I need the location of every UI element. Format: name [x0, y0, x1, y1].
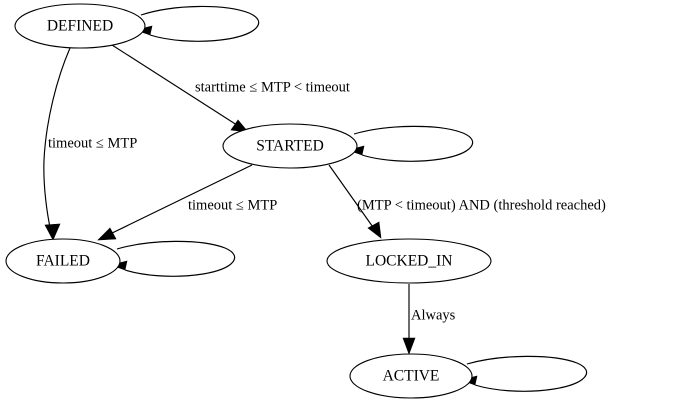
edge-started-self-path [353, 125, 474, 162]
edge-locked-in-to-active [402, 284, 416, 355]
edge-active-self-loop [459, 355, 588, 392]
node-started-label: STARTED [256, 138, 324, 155]
edge-started-to-locked-in-path [328, 164, 376, 231]
edge-failed-self-loop [109, 240, 236, 277]
edge-defined-self-loop [134, 5, 260, 42]
node-started[interactable]: STARTED [222, 123, 358, 169]
node-started-ellipse[interactable] [222, 123, 358, 169]
edge-defined-to-failed [43, 47, 71, 241]
edge-locked-in-to-active-arrowhead [402, 337, 416, 355]
edge-started-self-loop [346, 125, 474, 162]
node-active[interactable]: ACTIVE [349, 353, 473, 399]
node-defined-label: DEFINED [47, 18, 113, 35]
node-failed[interactable]: FAILED [5, 238, 121, 284]
node-active-label: ACTIVE [383, 368, 440, 385]
edge-failed-self-path [116, 240, 236, 277]
node-active-ellipse[interactable] [349, 353, 473, 399]
edge-defined-to-started-path [111, 44, 241, 128]
edge-label-started-to-failed: timeout ≤ MTP [188, 197, 277, 213]
edge-started-to-failed [97, 164, 253, 241]
node-defined[interactable]: DEFINED [14, 3, 146, 49]
node-defined-ellipse[interactable] [14, 3, 146, 49]
edge-label-locked-in-to-active: Always [411, 307, 456, 323]
node-locked-in[interactable]: LOCKED_IN [326, 238, 492, 284]
edge-label-defined-to-started: starttime ≤ MTP < timeout [195, 79, 350, 95]
edge-label-started-to-locked-in: (MTP < timeout) AND (threshold reached) [357, 197, 606, 213]
edge-started-to-locked-in-arrowhead [367, 221, 382, 239]
node-locked-in-ellipse[interactable] [326, 238, 492, 284]
node-failed-ellipse[interactable] [5, 238, 121, 284]
edge-started-to-failed-path [105, 164, 253, 237]
edge-started-to-failed-arrowhead [97, 227, 117, 241]
edge-label-defined-to-failed: timeout ≤ MTP [48, 135, 137, 151]
node-locked-in-label: LOCKED_IN [366, 253, 453, 270]
edge-defined-self-path [140, 5, 260, 42]
edge-defined-to-failed-arrowhead [44, 223, 61, 241]
edge-defined-to-failed-path [43, 47, 71, 233]
node-failed-label: FAILED [36, 253, 90, 270]
edge-started-to-locked-in [328, 164, 382, 239]
edge-active-self-path [466, 355, 588, 392]
